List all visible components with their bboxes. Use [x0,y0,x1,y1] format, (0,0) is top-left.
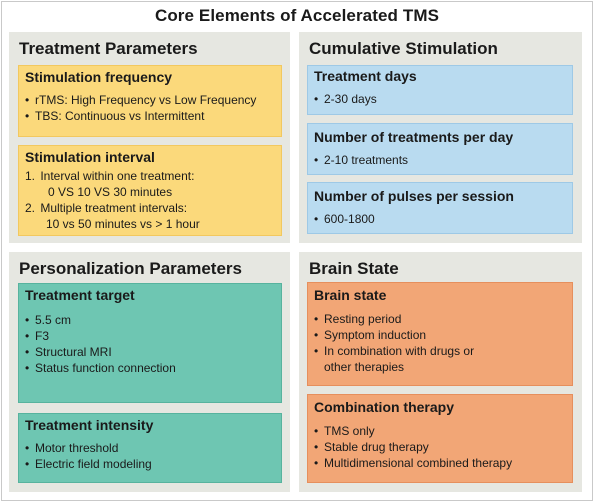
panel-personalization-parameters: Personalization Parameters Treatment tar… [9,252,290,492]
card-stimulation-interval: Stimulation interval 1. Interval within … [18,145,282,236]
card-brain-state: Brain state •Resting period •Symptom ind… [307,282,573,386]
list-item: •TBS: Continuous vs Intermittent [25,109,205,123]
card-combination-therapy: Combination therapy •TMS only •Stable dr… [307,394,573,483]
list-item-continuation: other therapies [324,360,405,374]
panel-title: Personalization Parameters [19,259,242,278]
list-item: •2-10 treatments [314,153,409,167]
bullet-list: •5.5 cm •F3 •Structural MRI •Status func… [25,312,176,376]
list-item: •TMS only [314,424,375,438]
bullet-list: •600-1800 [314,211,375,227]
card-stimulation-frequency: Stimulation frequency •rTMS: High Freque… [18,65,282,137]
card-pulses-per-session: Number of pulses per session •600-1800 [307,182,573,234]
bullet-list: •TMS only •Stable drug therapy •Multidim… [314,423,512,471]
list-item: •Symptom induction [314,328,427,342]
panel-treatment-parameters: Treatment Parameters Stimulation frequen… [9,32,290,243]
panel-brain-state: Brain State Brain state •Resting period … [299,252,582,492]
card-treatment-days: Treatment days •2-30 days [307,65,573,115]
list-item: •Status function connection [25,361,176,375]
list-item: •Multidimensional combined therapy [314,456,513,470]
card-title: Brain state [314,287,387,303]
panel-title: Brain State [309,259,399,278]
diagram-title: Core Elements of Accelerated TMS [154,6,440,25]
card-title: Stimulation interval [25,149,155,165]
bullet-list: •rTMS: High Frequency vs Low Frequency •… [25,92,256,124]
list-item: •600-1800 [314,212,375,226]
card-title: Treatment intensity [25,417,154,433]
bullet-list: •2-10 treatments [314,152,408,168]
list-item: •rTMS: High Frequency vs Low Frequency [25,93,257,107]
list-item: •Stable drug therapy [314,440,429,454]
card-title: Treatment days [314,68,417,84]
list-item: •F3 [25,329,50,343]
list-item: •Structural MRI [25,345,112,359]
card-title: Number of pulses per session [314,188,514,204]
card-title: Stimulation frequency [25,69,173,85]
card-title: Combination therapy [314,399,455,415]
card-title: Treatment target [25,287,135,303]
list-item: •In combination with drugs or [314,344,475,358]
card-title: Number of treatments per day [314,129,514,145]
card-treatment-target: Treatment target •5.5 cm •F3 •Structural… [18,283,282,403]
card-treatments-per-day: Number of treatments per day •2-10 treat… [307,123,573,175]
list-item: •2-30 days [314,92,377,106]
bullet-list: •Resting period •Symptom induction •In c… [314,311,474,375]
list-item: •Resting period [314,312,402,326]
bullet-list: •Motor threshold •Electric field modelin… [25,440,152,472]
list-item: •5.5 cm [25,313,72,327]
numbered-list: 1. Interval within one treatment: 0 VS 1… [25,168,200,232]
list-item: 1. Interval within one treatment: 0 VS 1… [25,169,195,199]
list-item: •Motor threshold [25,441,119,455]
panel-cumulative-stimulation: Cumulative Stimulation Treatment days •2… [299,32,582,243]
bullet-list: •2-30 days [314,91,377,107]
panel-title: Treatment Parameters [19,39,198,58]
card-treatment-intensity: Treatment intensity •Motor threshold •El… [18,413,282,483]
list-item: •Electric field modeling [25,457,152,471]
list-item: 2. Multiple treatment intervals: 10 vs 5… [25,201,200,231]
panel-title: Cumulative Stimulation [309,39,498,58]
